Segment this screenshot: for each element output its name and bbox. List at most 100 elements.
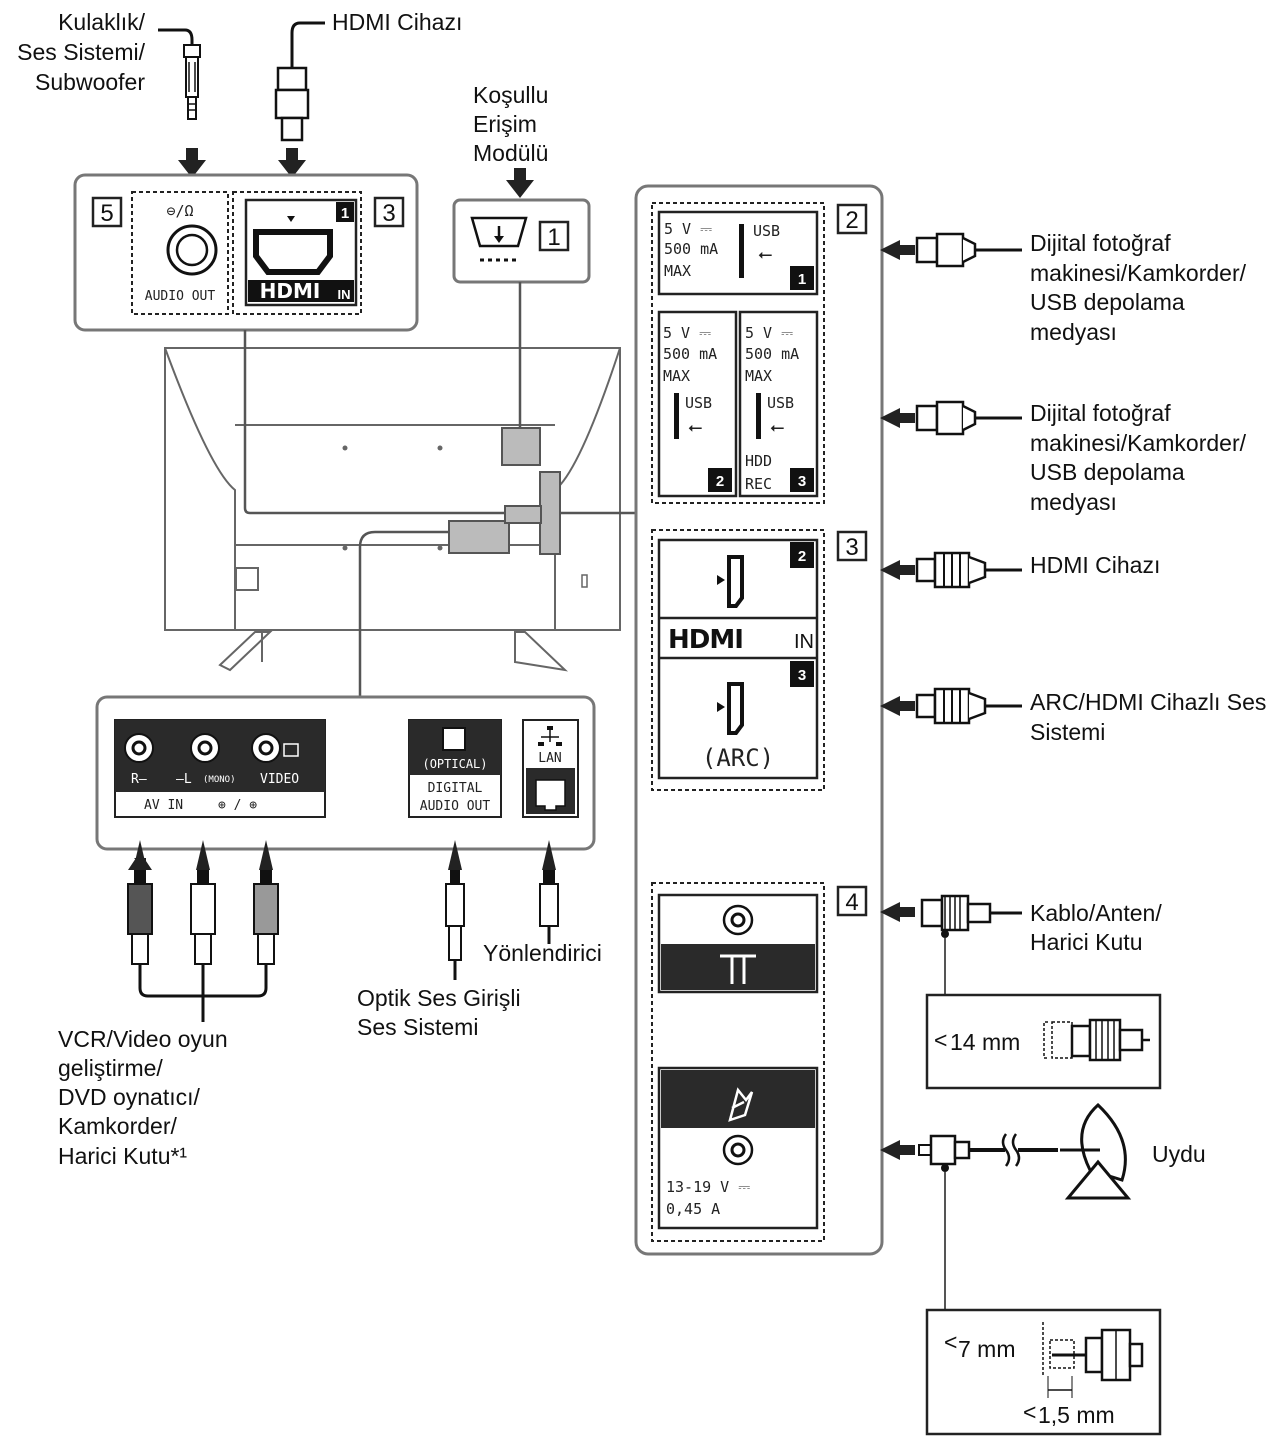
hdmi3-badge-text: 3: [798, 667, 806, 684]
usb1-port-icon[interactable]: [739, 224, 744, 278]
usb2-frame: [657, 310, 738, 498]
usb1-badge-text: 1: [798, 271, 806, 288]
vcr-label-line3: DVD oynatıcı/: [58, 1084, 200, 1110]
usb1-power-2: 500 mA: [664, 240, 718, 258]
lan-port-icon[interactable]: [535, 779, 566, 811]
hdmi-plug-top-icon: [274, 66, 310, 142]
usb1-power-1: 5 V ⎓: [664, 220, 712, 238]
hdmi3-port-icon[interactable]: [727, 682, 744, 735]
av-l-label: –L: [176, 772, 192, 787]
usb-section: [651, 202, 825, 504]
vcr-label-line5: Harici Kutu*¹: [58, 1143, 187, 1169]
sat-pin-dimension: 7 mm: [958, 1336, 1016, 1362]
satellite-label: Uydu: [1152, 1141, 1206, 1167]
hdmi2-badge: [790, 542, 814, 568]
usb2-device-line1: Dijital fotoğraf: [1030, 400, 1171, 426]
cam-label-line2: Erişim: [473, 111, 537, 137]
badge-4-antenna: [836, 885, 868, 917]
arrow-left-arc-icon: [880, 696, 915, 716]
number-3-hdmi: 3: [845, 534, 858, 561]
cable-device-line2: Harici Kutu: [1030, 929, 1142, 955]
usb1-device-line3: USB depolama: [1030, 289, 1185, 315]
usb1-power-3: MAX: [664, 262, 691, 280]
hdmi2-port-icon[interactable]: [727, 555, 744, 608]
usb2-device-label: Dijital fotoğraf makinesi/Kamkorder/ USB…: [1030, 400, 1247, 515]
lan-plug-icon: [539, 870, 559, 944]
av-jack-r-icon[interactable]: [124, 733, 154, 763]
lan-label: LAN: [538, 751, 561, 766]
satellite-dark-area: [661, 1070, 815, 1128]
sat-pin-lt-sign: <: [944, 1329, 957, 1355]
usb2-power-2: 500 mA: [663, 345, 717, 363]
audio-out-section: [131, 191, 229, 315]
coax-plug-icon: [920, 894, 1022, 938]
av-jack-l-icon[interactable]: [190, 733, 220, 763]
usb2-badge-text: 2: [716, 473, 724, 490]
arrow-left-hdmi-icon: [880, 560, 915, 580]
usb1-device-label: Dijital fotoğraf makinesi/Kamkorder/ USB…: [1030, 230, 1247, 345]
usb-plug-2-icon: [915, 400, 1022, 436]
badge-2-usb: [836, 203, 868, 235]
optical-port-icon[interactable]: [442, 727, 466, 751]
hdmi-plug-arc-icon: [915, 687, 1022, 725]
usb3-badge-text: 3: [798, 473, 806, 490]
hdmi-section: [651, 529, 825, 791]
hdmi1-port-icon[interactable]: [253, 229, 333, 275]
optical-label-2: DIGITAL: [428, 781, 483, 796]
hdmi-logo: HDMI: [668, 625, 743, 655]
usb2-power-3: MAX: [663, 367, 690, 385]
hdmi1-section: [232, 191, 362, 315]
badge-3-hdmi: [836, 530, 868, 562]
av-video-label: VIDEO: [260, 772, 299, 787]
hdmi-right-label: HDMI Cihazı: [1030, 552, 1160, 578]
usb2-label: USB: [685, 394, 712, 412]
usb2-symbol-icon: ⭠: [688, 417, 702, 438]
vcr-label-line2: geliştirme/: [58, 1055, 163, 1081]
usb3-power-3: MAX: [745, 367, 772, 385]
sat-tip-dimension: 1,5 mm: [1038, 1402, 1115, 1428]
usb3-power-1: 5 V ⎓: [745, 324, 793, 342]
usb2-device-line2: makinesi/Kamkorder/: [1030, 430, 1247, 456]
cam-slot-icon[interactable]: [470, 216, 528, 262]
vcr-label-line1: VCR/Video oyun: [58, 1026, 228, 1052]
satellite-dish-small-icon: [728, 1087, 754, 1122]
rca-plug-r-icon: [127, 870, 153, 965]
tv-back: [164, 347, 621, 672]
arrow-up-av-video-head: [259, 840, 273, 870]
headphone-label: Kulaklık/ Ses Sistemi/ Subwoofer: [17, 9, 145, 95]
usb3-label: USB: [767, 394, 794, 412]
optical-plug-icon: [445, 870, 465, 980]
hdmi1-logo-bar: [248, 280, 354, 302]
sat-plug-icon: [918, 1133, 1058, 1172]
hdmi-top-cable: [290, 21, 325, 68]
av-r-label: R–: [131, 772, 147, 787]
line-bottom-panel-to-tv: [358, 530, 449, 698]
cable-device-label: Kablo/Anten/ Harici Kutu: [1030, 900, 1162, 955]
av-jack-video-icon[interactable]: [251, 733, 299, 763]
satellite-port-icon[interactable]: [722, 1134, 754, 1166]
badge-3-top: [373, 196, 405, 228]
cam-label: Koşullu Erişim Modülü: [473, 82, 548, 166]
coax-port-icon[interactable]: [722, 904, 754, 936]
cam-label-line1: Koşullu: [473, 82, 548, 108]
arc-device-label: ARC/HDMI Cihazlı Ses Sistemi: [1030, 689, 1266, 745]
usb2-port-icon[interactable]: [674, 393, 679, 439]
badge-5: [91, 196, 123, 228]
arrow-left-usb2-icon: [880, 408, 915, 428]
headphone-label-line1: Kulaklık/: [58, 9, 146, 35]
headphone-label-line2: Ses Sistemi/: [17, 39, 145, 65]
usb1-device-line2: makinesi/Kamkorder/: [1030, 260, 1247, 286]
headphone-plug-icon: [183, 44, 201, 120]
arrow-down-hdmi-top-icon: [278, 148, 306, 178]
usb1-badge: [790, 266, 814, 290]
number-5: 5: [100, 200, 113, 227]
audio-out-jack-icon[interactable]: [166, 224, 218, 276]
usb2-badge: [708, 468, 732, 492]
usb3-port-icon[interactable]: [756, 393, 761, 439]
usb3-badge: [790, 468, 814, 492]
usb3-frame: [738, 310, 819, 498]
optical-label: Optik Ses Girişli Ses Sistemi: [357, 985, 521, 1040]
hdmi-top-label: HDMI Cihazı: [332, 9, 462, 35]
coax-lt-sign: <: [934, 1027, 947, 1053]
